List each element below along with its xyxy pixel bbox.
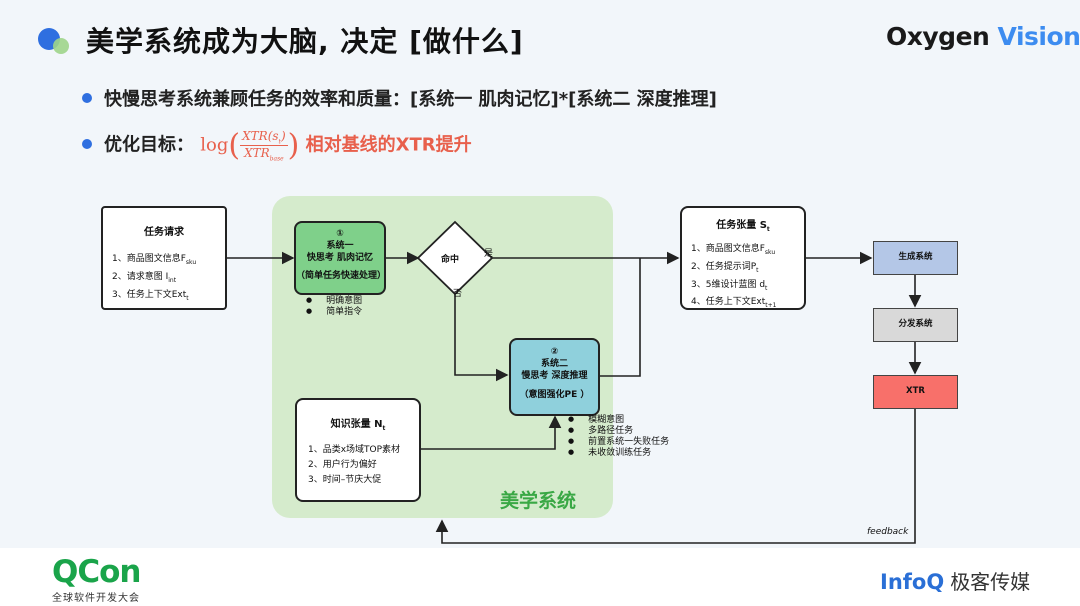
task-request-title: 任务请求 <box>144 227 184 238</box>
task-request-line-3: 3、任务上下文Extt <box>112 289 189 302</box>
formula-numerator: XTR(s <box>242 128 279 143</box>
logo-dots-icon <box>38 28 69 54</box>
system2-bullets: 模糊意图 多路径任务 前置系统一失败任务 未收敛训练任务 <box>568 415 669 459</box>
formula-numerator-sub: t <box>278 138 281 145</box>
decision-yes: 是 <box>484 249 494 259</box>
knowledge-tensor-box: 知识张量 Nt 1、品类x场域TOP素材 2、用户行为偏好 3、时间–节庆大促 <box>295 398 421 502</box>
system2-box: ② 系统二 慢思考 深度推理 （意图强化PE ） <box>509 338 600 416</box>
brand-logo: Oxygen Vision <box>886 22 1080 51</box>
system2-bullet-3: 前置系统一失败任务 <box>568 437 669 448</box>
page-title: 美学系统成为大脑, 决定 [做什么] <box>86 25 524 58</box>
task-request-line-1: 1、商品图文信息Fsku <box>112 254 197 266</box>
system2-note: （意图强化PE ） <box>519 390 590 400</box>
task-tensor-line-3: 3、5维设计蓝图 dt <box>691 279 768 292</box>
system2-bullet-1: 模糊意图 <box>568 415 669 426</box>
dist-system-box: 分发系统 <box>873 308 958 342</box>
task-request-line-2: 2、请求意图 Iint <box>112 271 177 284</box>
system2-name: 系统二 <box>540 359 568 369</box>
task-tensor-line-1: 1、商品图文信息Fsku <box>691 244 776 256</box>
qcon-logo: QCon <box>52 554 141 590</box>
infoq-text: InfoQ <box>880 570 945 594</box>
system1-box: ① 系统一 快思考 肌肉记忆 （简单任务快速处理） <box>294 221 386 295</box>
bullet-1-text: 快慢思考系统兼顾任务的效率和质量：[系统一 肌肉记忆]*[系统二 深度推理] <box>104 89 717 110</box>
knowledge-title: 知识张量 Nt <box>330 419 386 432</box>
footer <box>0 548 1080 606</box>
system2-bullet-2: 多路径任务 <box>568 426 669 437</box>
system1-desc: 快思考 肌肉记忆 <box>306 253 374 263</box>
infoq-cn: 极客传媒 <box>950 570 1031 594</box>
decision-diamond <box>416 220 494 296</box>
arrow-feedback <box>435 409 916 544</box>
system1-bullet-1: 明确意图 <box>306 296 362 307</box>
decision-no: 否 <box>453 289 463 299</box>
xtr-box: XTR <box>873 375 958 409</box>
system1-note: （简单任务快速处理） <box>296 271 387 281</box>
bullet-dot-icon <box>82 93 92 103</box>
task-tensor-title: 任务张量 St <box>716 220 770 233</box>
bullet-1: 快慢思考系统兼顾任务的效率和质量：[系统一 肌肉记忆]*[系统二 深度推理] <box>82 85 717 111</box>
line-system2-to-tensor <box>600 258 641 377</box>
task-tensor-line-4: 4、任务上下文Extt+1 <box>691 297 777 310</box>
decision-label: 命中 <box>441 255 460 265</box>
knowledge-line-1: 1、品类x场域TOP素材 <box>308 445 401 455</box>
task-tensor-line-2: 2、任务提示词Pt <box>691 261 759 274</box>
brand-part1: Oxygen <box>886 22 990 51</box>
task-request-box: 任务请求 1、商品图文信息Fsku 2、请求意图 Iint 3、任务上下文Ext… <box>101 206 227 310</box>
formula-numerator-tail: ) <box>280 128 286 143</box>
arrow-no-to-system2 <box>454 294 509 382</box>
feedback-label: feedback <box>867 527 909 537</box>
bullet-2-suffix: 相对基线的XTR提升 <box>305 134 472 156</box>
diagram-connectors <box>226 220 922 544</box>
qcon-subtitle: 全球软件开发大会 <box>52 593 140 604</box>
system1-num: ① <box>336 229 344 239</box>
formula-log: log <box>200 134 229 156</box>
knowledge-line-2: 2、用户行为偏好 <box>308 460 377 470</box>
brand-part2: Vision <box>997 22 1080 51</box>
task-tensor-box: 任务张量 St 1、商品图文信息Fsku 2、任务提示词Pt 3、5维设计蓝图 … <box>680 206 806 310</box>
formula-denominator: XTR <box>244 146 270 160</box>
knowledge-line-3: 3、时间–节庆大促 <box>308 475 382 485</box>
system2-num: ② <box>550 347 559 357</box>
system1-bullet-2: 简单指令 <box>306 307 362 318</box>
bullet-2-prefix: 优化目标： <box>104 134 194 156</box>
aesthetic-system-label: 美学系统 <box>500 490 577 512</box>
objective-formula: log(XTR(st)XTRbase) <box>200 128 300 163</box>
system1-bullets: 明确意图 简单指令 <box>306 296 362 318</box>
system1-name: 系统一 <box>326 241 354 251</box>
bullet-dot-icon <box>82 138 92 149</box>
bullet-2: 优化目标： log(XTR(st)XTRbase) 相对基线的XTR提升 <box>82 128 472 163</box>
system2-desc: 慢思考 深度推理 <box>521 371 588 381</box>
gen-system-box: 生成系统 <box>873 241 958 275</box>
system2-bullet-4: 未收敛训练任务 <box>568 448 669 459</box>
arrow-knowledge-to-system2 <box>421 415 562 450</box>
formula-denominator-sub: base <box>269 155 284 163</box>
